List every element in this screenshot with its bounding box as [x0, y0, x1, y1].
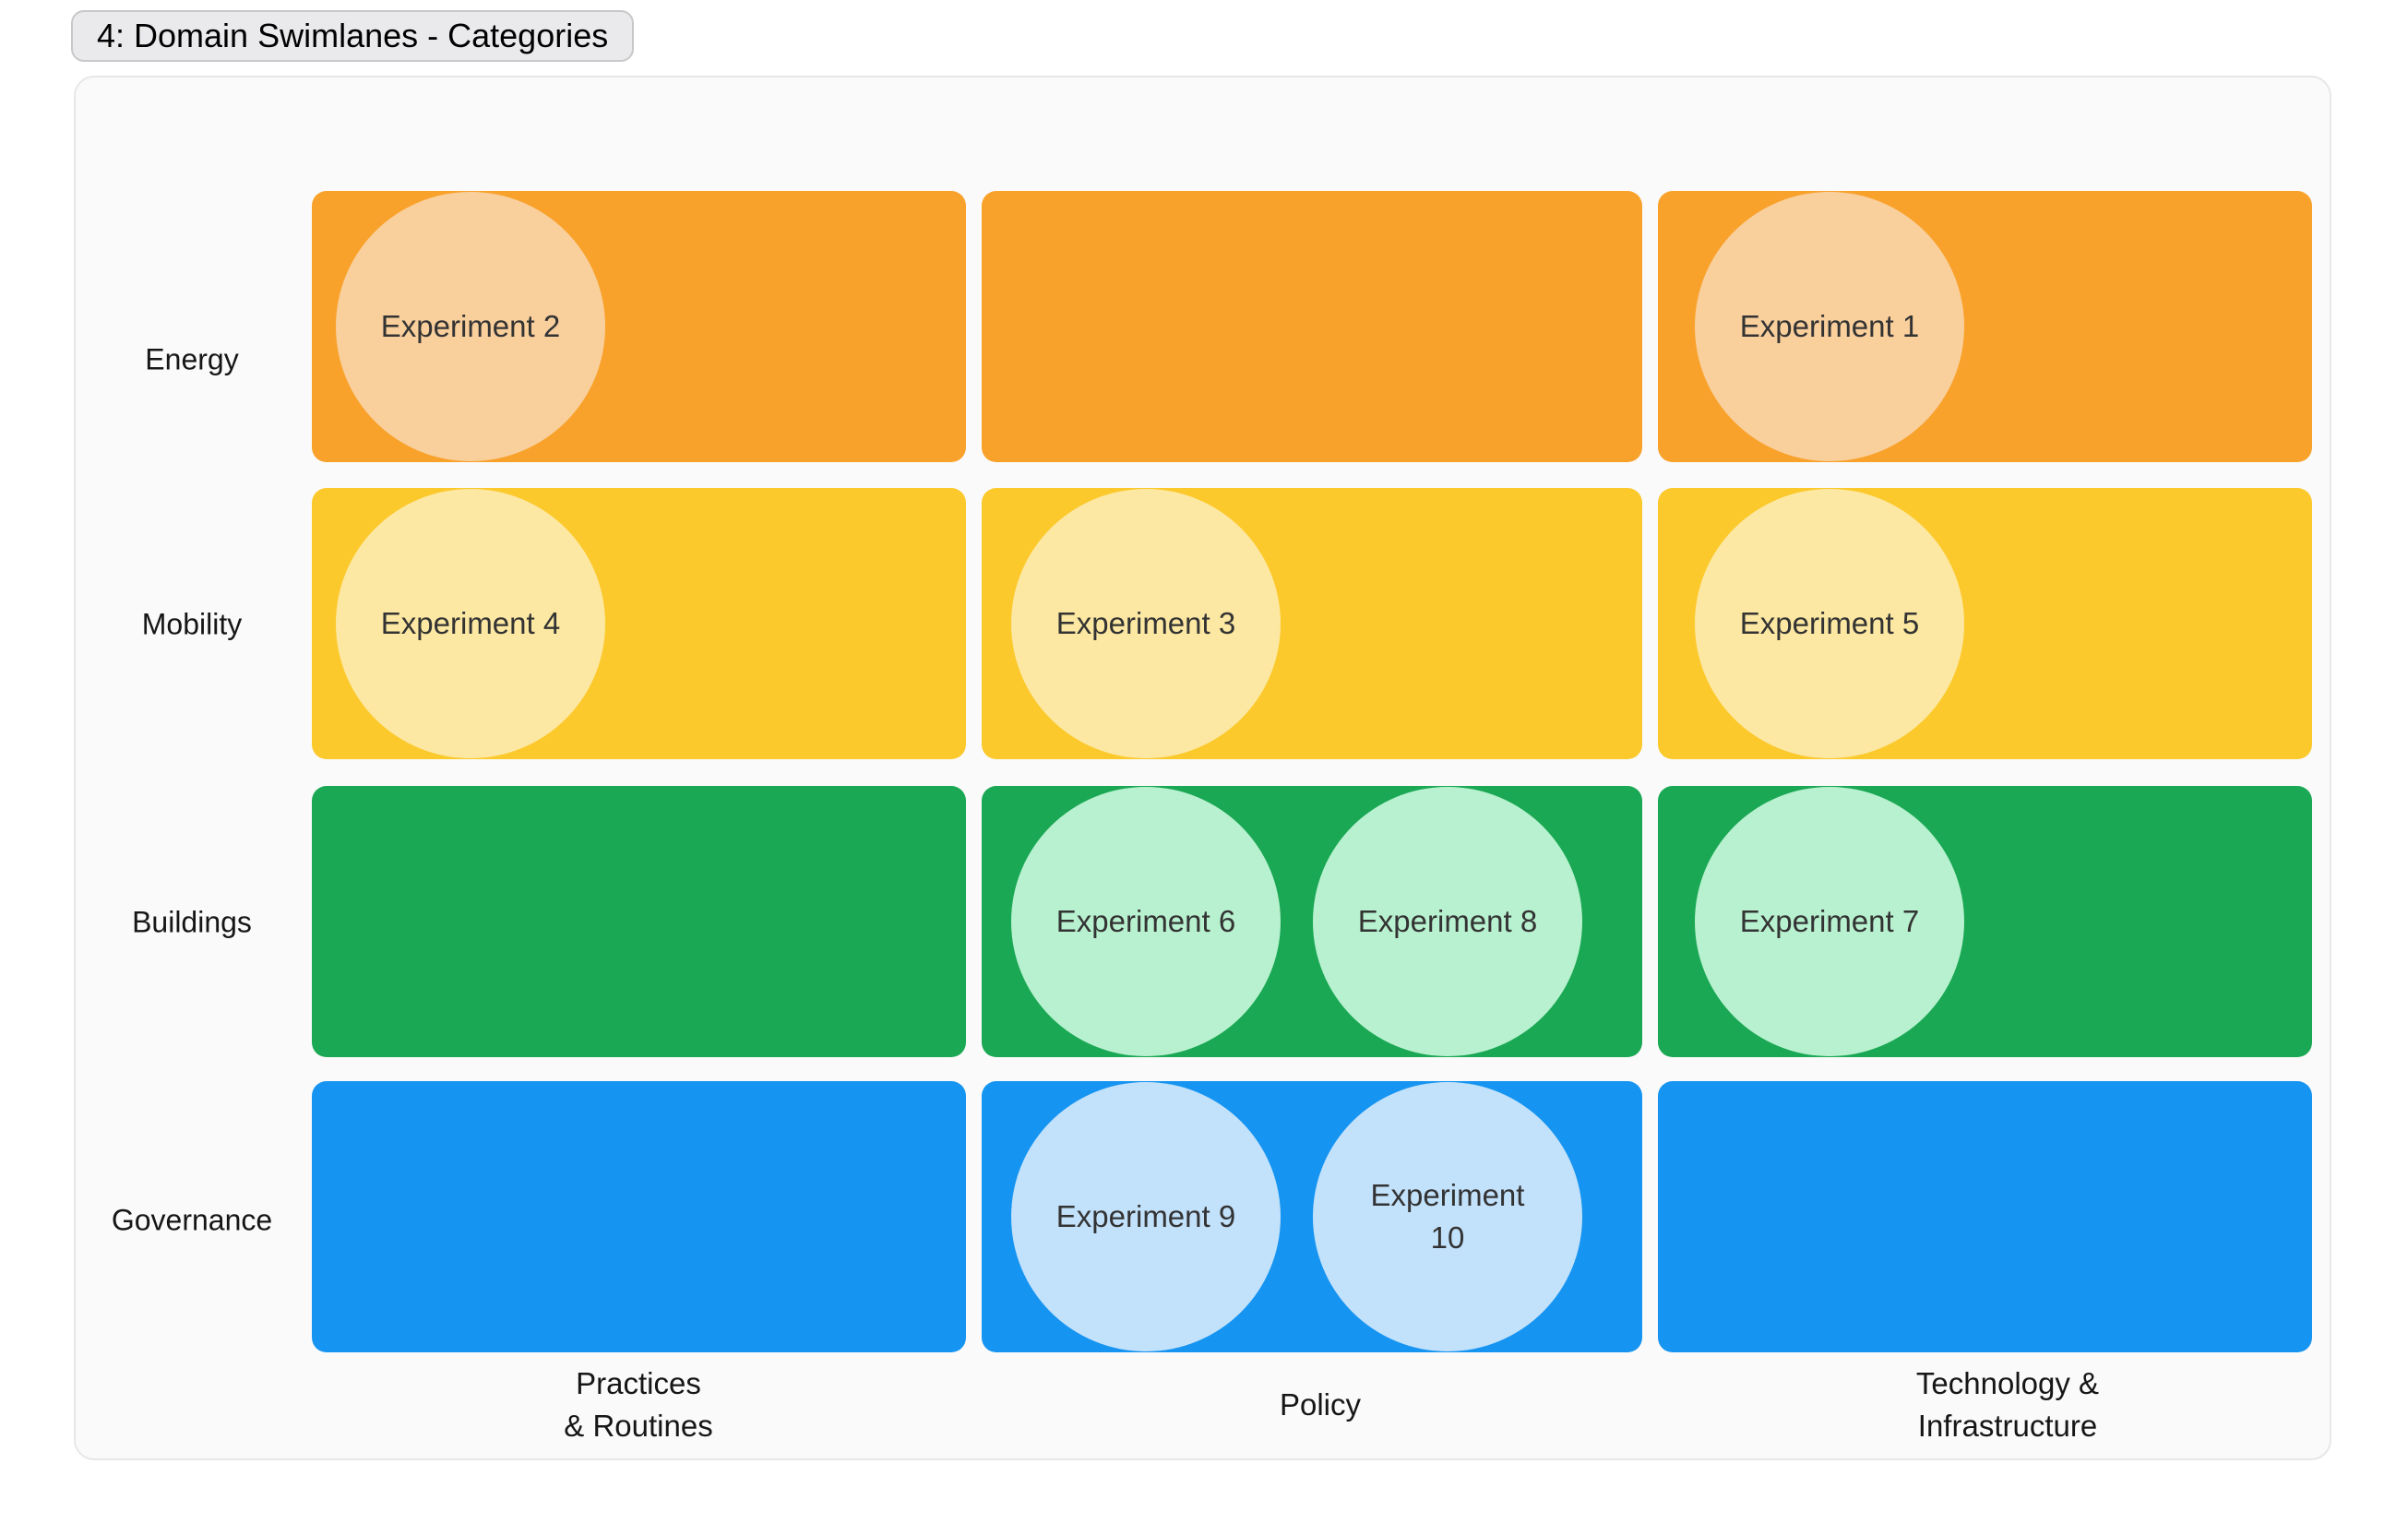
- row-label-buildings: Buildings: [132, 905, 252, 939]
- experiment-node-10: Experiment 10: [1313, 1082, 1582, 1351]
- row-label-mobility: Mobility: [141, 607, 243, 641]
- slide-title-text: 4: Domain Swimlanes - Categories: [97, 17, 609, 54]
- experiment-label: Experiment 8: [1357, 904, 1538, 938]
- lane-governance-practices: [312, 1081, 966, 1352]
- experiment-label: Experiment 9: [1055, 1199, 1236, 1233]
- experiment-node-5: Experiment 5: [1695, 489, 1964, 758]
- experiment-label: Experiment 5: [1739, 606, 1920, 640]
- experiment-node-6: Experiment 6: [1011, 787, 1281, 1056]
- column-label-practices-routines: Practices & Routines: [564, 1366, 713, 1443]
- slide-title-badge: 4: Domain Swimlanes - Categories: [71, 10, 635, 62]
- experiment-node-2: Experiment 2: [336, 192, 605, 461]
- experiment-node-7: Experiment 7: [1695, 787, 1964, 1056]
- experiment-label: Experiment 3: [1055, 606, 1236, 640]
- experiment-label: Experiment 6: [1055, 904, 1236, 938]
- experiment-node-1: Experiment 1: [1695, 192, 1964, 461]
- column-label-policy: Policy: [1279, 1387, 1362, 1422]
- experiment-label: Experiment 7: [1739, 904, 1920, 938]
- experiment-label: Experiment 10: [1370, 1178, 1525, 1255]
- row-label-energy: Energy: [145, 342, 239, 376]
- experiment-label: Experiment 4: [380, 606, 561, 640]
- experiment-label: Experiment 2: [380, 309, 561, 343]
- lane-governance-technology: [1658, 1081, 2312, 1352]
- experiment-node-3: Experiment 3: [1011, 489, 1281, 758]
- experiment-node-4: Experiment 4: [336, 489, 605, 758]
- lane-energy-policy: [982, 191, 1642, 462]
- experiment-label: Experiment 1: [1739, 309, 1920, 343]
- lane-buildings-practices: [312, 786, 966, 1057]
- experiment-node-9: Experiment 9: [1011, 1082, 1281, 1351]
- experiment-node-8: Experiment 8: [1313, 787, 1582, 1056]
- column-label-technology-infrastructure: Technology & Infrastructure: [1915, 1366, 2100, 1443]
- row-label-governance: Governance: [111, 1203, 273, 1237]
